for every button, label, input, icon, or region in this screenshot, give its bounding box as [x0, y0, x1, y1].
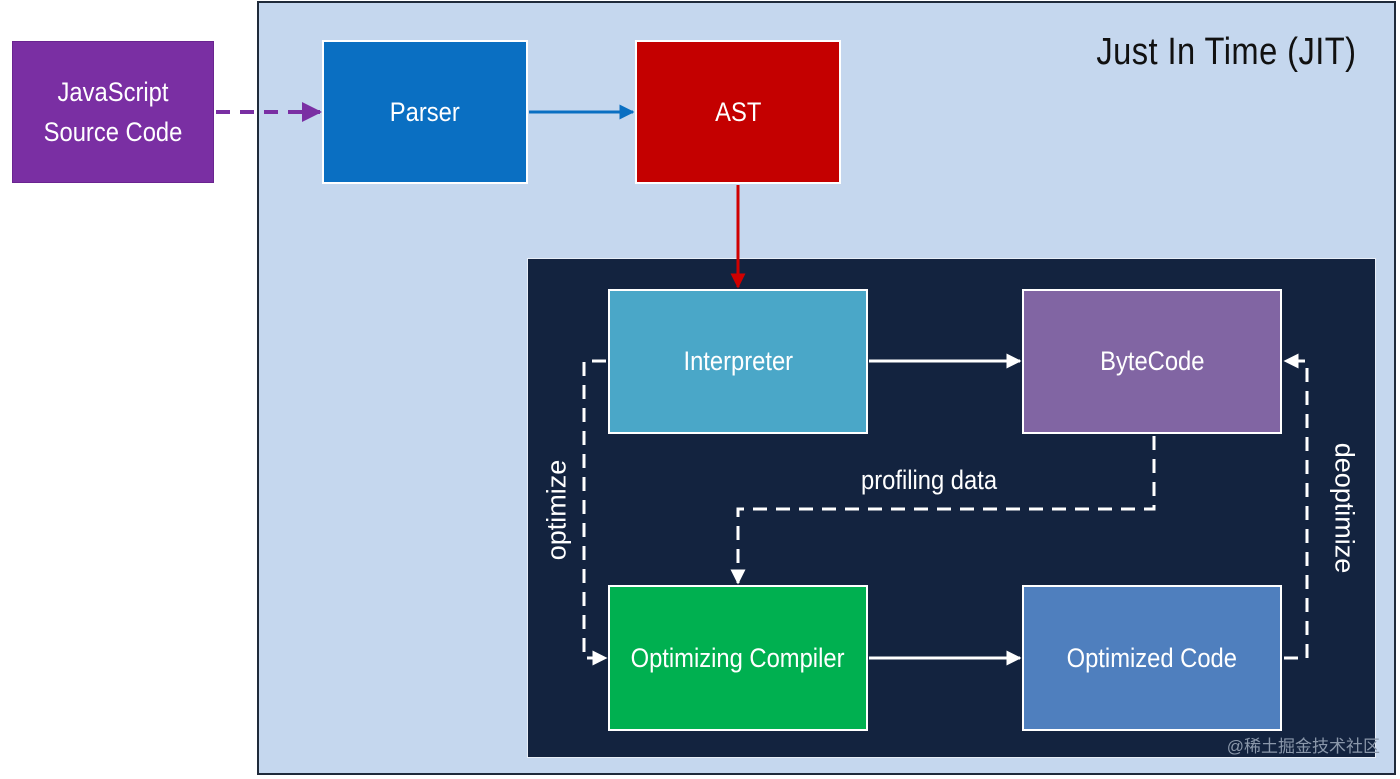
- node-label: Optimized Code: [1066, 642, 1238, 673]
- node-parser: Parser: [322, 40, 528, 184]
- node-label: Parser: [390, 96, 460, 127]
- edge-deoptimize: [1283, 353, 1309, 660]
- node-optimized-code: Optimized Code: [1022, 585, 1282, 731]
- label-text: deoptimize: [1329, 442, 1360, 574]
- label-deoptimize: deoptimize: [1329, 443, 1360, 574]
- watermark: @稀土掘金技术社区: [1226, 737, 1380, 756]
- node-javascript-source-code: JavaScript Source Code: [12, 41, 214, 183]
- label-text: profiling data: [861, 465, 998, 495]
- node-optimizing-compiler: Optimizing Compiler: [608, 585, 868, 731]
- node-interpreter: Interpreter: [608, 289, 868, 434]
- node-label: ByteCode: [1099, 346, 1205, 377]
- label-profiling-data: profiling data: [861, 465, 1016, 496]
- label-optimize: optimize: [542, 460, 573, 561]
- label-text: optimize: [541, 459, 572, 561]
- edge-optimize: [582, 359, 608, 666]
- node-label: AST: [714, 96, 762, 127]
- diagram-title: Just In Time (JIT): [1095, 31, 1356, 73]
- edge-profiling-data: [730, 436, 1156, 585]
- node-label: Optimizing Compiler: [631, 642, 845, 673]
- node-bytecode: ByteCode: [1022, 289, 1282, 434]
- node-label: Interpreter: [683, 346, 793, 377]
- node-ast: AST: [635, 40, 841, 184]
- node-label: JavaScript Source Code: [43, 76, 183, 148]
